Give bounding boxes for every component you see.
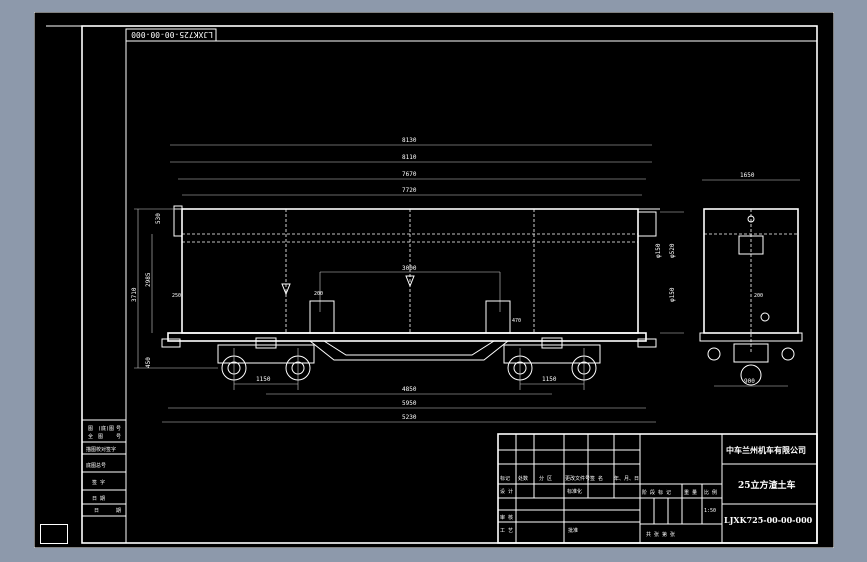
- rev-r1-b: (底)图: [98, 425, 114, 432]
- bogie-right: [503, 337, 601, 390]
- bogie-left: [217, 337, 315, 390]
- autocad-logo-icon: [40, 524, 68, 544]
- dim-3000: 3000: [402, 265, 417, 272]
- dim-7670: 7670: [402, 171, 417, 178]
- tb-change-doc: 更改文件号: [565, 475, 590, 482]
- dim-phi520: φ520: [669, 243, 676, 258]
- tb-designer: 设 计: [500, 488, 513, 495]
- dim-8130: 8130: [402, 137, 417, 144]
- side-view: 1650 200 900: [699, 172, 803, 387]
- tb-scale-label: 比 例: [704, 489, 717, 496]
- dim-8110: 8110: [402, 154, 417, 161]
- dim-470: 470: [512, 318, 521, 324]
- front-view: 8130 8110 7670 7720 3000 200 470 250: [131, 137, 684, 423]
- tb-drawing-title: 25立方渣土车: [738, 479, 796, 491]
- dim-side-200: 200: [754, 293, 763, 299]
- rev-r1-a: 图: [88, 426, 93, 432]
- dim-1150-left: 1150: [256, 376, 271, 383]
- dim-4850: 4850: [402, 386, 417, 393]
- dim-200: 200: [314, 291, 323, 297]
- dim-phi150-b: φ150: [669, 287, 676, 302]
- rev-r2-b: 图: [98, 434, 103, 440]
- dim-250: 250: [172, 293, 181, 299]
- revision-table: 图 (底)图 号 全 图 号 描图校对签字 底图总号 签 字 日 期 日 期: [81, 419, 127, 544]
- title-block: 标记 处数 分 区 更改文件号 签 名 年、月、日 设 计 标准化 审 核 工 …: [497, 433, 818, 544]
- tb-standardization: 标准化: [567, 488, 582, 495]
- tb-sign: 签 名: [590, 475, 603, 482]
- tb-count: 处数: [518, 475, 528, 482]
- tb-mark: 标记: [500, 475, 510, 482]
- cad-viewport[interactable]: LJXK725-00-00-000 8130 8110 7670 7720 30…: [34, 12, 834, 548]
- dim-side-900: 900: [744, 378, 755, 385]
- rev-r4: 底图总号: [86, 462, 106, 469]
- inner-frame: [81, 25, 818, 544]
- tb-scale: 1:50: [704, 508, 716, 514]
- outer-frame: [34, 12, 834, 548]
- rev-r3: 描图校对签字: [86, 446, 116, 453]
- tb-company: 中车兰州机车有限公司: [726, 445, 806, 455]
- tb-process: 工 艺: [500, 528, 513, 534]
- rotated-drawing-number: LJXK725-00-00-000: [131, 30, 213, 39]
- tb-stage: 阶 段 标 记: [642, 489, 671, 496]
- rev-r2-a: 全: [88, 433, 93, 440]
- tb-date: 年、月、日: [614, 475, 639, 482]
- tb-drawing-number: LJXK725-00-00-000: [724, 515, 813, 525]
- dim-1150-right: 1150: [542, 376, 557, 383]
- dim-3710: 3710: [131, 287, 138, 302]
- dim-530: 530: [155, 213, 162, 224]
- dim-1650: 1650: [740, 172, 755, 179]
- rev-r7-b: 期: [116, 508, 121, 514]
- rev-r1-c: 号: [116, 426, 121, 432]
- dim-5950: 5950: [402, 400, 417, 407]
- rev-r7-a: 日: [94, 508, 99, 514]
- dim-2985: 2985: [145, 272, 152, 287]
- tb-reviewer: 审 核: [500, 514, 513, 521]
- rev-r5: 签 字: [92, 479, 105, 486]
- tb-zone: 分 区: [539, 475, 552, 482]
- tb-sheets: 共 张 第 张: [646, 531, 675, 538]
- dim-5230: 5230: [402, 414, 417, 421]
- dim-7720: 7720: [402, 187, 417, 194]
- tb-weight: 重 量: [684, 489, 697, 496]
- dim-450: 450: [145, 357, 152, 368]
- rev-r6: 日 期: [92, 496, 105, 502]
- dim-phi150-a: φ150: [655, 243, 662, 258]
- tb-approve: 批准: [568, 527, 578, 534]
- engineering-drawing: LJXK725-00-00-000 8130 8110 7670 7720 30…: [34, 12, 834, 548]
- rev-r2-c: 号: [116, 434, 121, 440]
- underframe: [167, 332, 647, 342]
